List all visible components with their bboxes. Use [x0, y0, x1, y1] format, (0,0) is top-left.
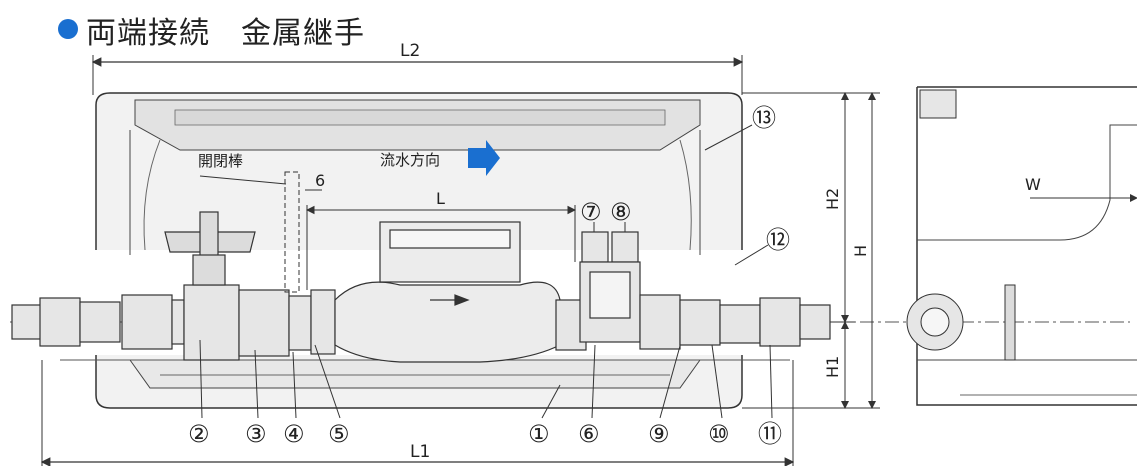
left-fitting — [11, 284, 336, 361]
title-bullet-icon — [58, 19, 78, 39]
dim-l1-label: L1 — [410, 442, 430, 462]
callout-5: ⑤ — [328, 420, 350, 448]
dim-h2-label: H2 — [823, 188, 842, 210]
handle-rod: 開閉棒 — [198, 152, 300, 293]
callout-9: ⑨ — [648, 420, 670, 448]
meter-body — [334, 221, 561, 363]
callouts — [199, 124, 773, 419]
dim-height: H2 H1 H — [742, 92, 880, 409]
dim-l2-label: L2 — [400, 41, 420, 61]
dim-l-label: L — [436, 189, 445, 208]
callout-12: ⑫ — [766, 226, 790, 254]
callout-10: ⑩ — [708, 420, 730, 448]
callout-8: ⑧ — [610, 198, 632, 226]
meter-box — [60, 92, 790, 409]
callout-4: ④ — [283, 420, 305, 448]
flow-arrow-icon — [468, 140, 500, 176]
dim-l: L 6 — [305, 171, 577, 290]
flow-label: 流水方向 — [380, 151, 440, 169]
callout-7: ⑦ — [580, 198, 602, 226]
page-title: 両端接続 金属継手 — [86, 16, 365, 51]
right-fitting — [555, 231, 831, 351]
valve-handle — [164, 211, 256, 286]
dim-l1: L1 — [40, 360, 795, 466]
dim-h1-label: H1 — [823, 356, 842, 378]
flow-direction: 流水方向 — [380, 140, 500, 176]
dim-six-label: 6 — [315, 171, 325, 190]
dim-l2: L2 — [91, 41, 744, 95]
callout-labels: ② ③ ④ ⑤ ① ⑥ ⑦ ⑧ ⑨ ⑩ ⑪ ⑫ ⑬ — [188, 104, 790, 448]
callout-6: ⑥ — [578, 420, 600, 448]
callout-11: ⑪ — [758, 420, 782, 448]
side-view: W — [906, 86, 1137, 406]
callout-3: ③ — [245, 420, 267, 448]
dim-w-label: W — [1025, 175, 1041, 194]
callout-2: ② — [188, 420, 210, 448]
handle-label: 開閉棒 — [198, 152, 243, 170]
dim-h-label: H — [851, 245, 870, 257]
callout-13: ⑬ — [752, 104, 776, 132]
callout-1: ① — [528, 420, 550, 448]
